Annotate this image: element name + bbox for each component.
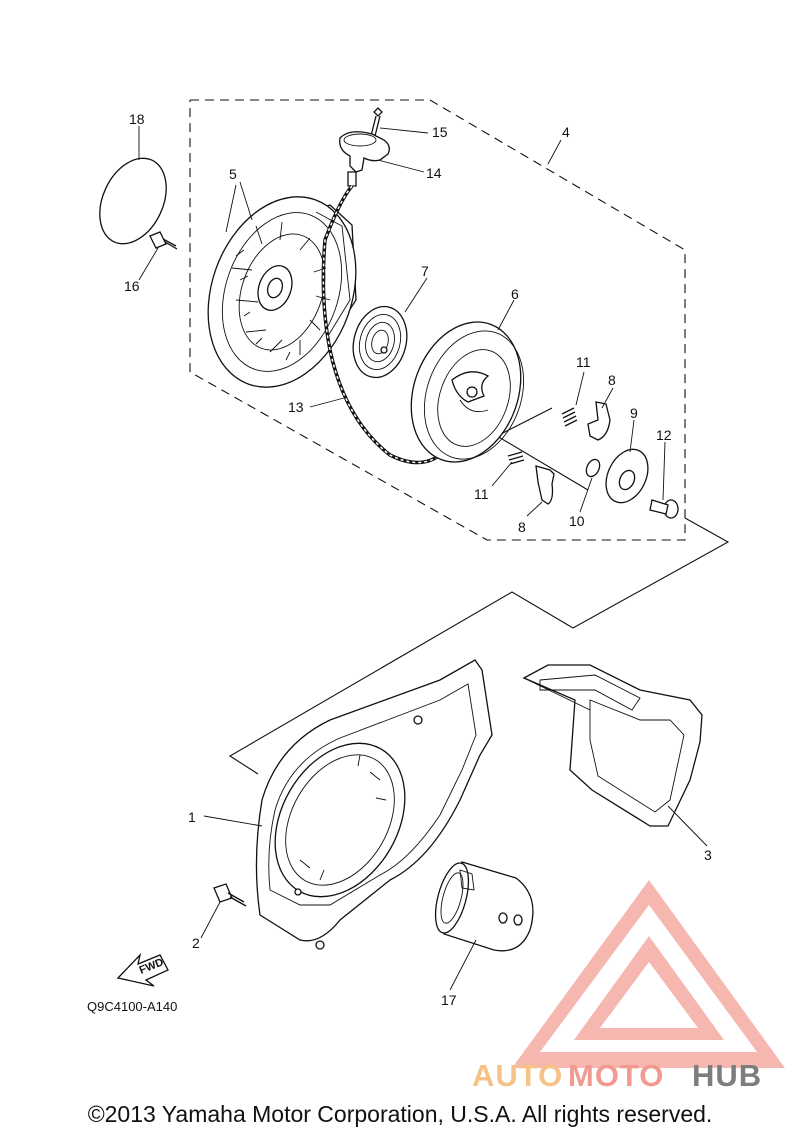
- part-1-fan-cover: [255, 659, 493, 950]
- callout-18: 18: [129, 111, 145, 127]
- callout-1: 1: [188, 809, 196, 825]
- part-3-cover: [522, 664, 703, 827]
- callout-13: 13: [288, 399, 304, 415]
- part-16-bolt: [149, 231, 178, 250]
- callout-10: 10: [569, 513, 585, 529]
- part-13-rope: [321, 184, 442, 465]
- part-8-pawl-lower: [535, 465, 555, 505]
- callout-16: 16: [124, 278, 140, 294]
- assembly-boundary: [189, 99, 686, 541]
- part-10-washer: [585, 458, 601, 478]
- part-5-starter-case: [207, 196, 357, 388]
- callout-11-lower: 11: [474, 486, 489, 502]
- callout-3: 3: [704, 847, 712, 863]
- callout-14: 14: [426, 165, 442, 181]
- part-11-spring-lower: [507, 451, 525, 465]
- guide-lines: [228, 407, 730, 775]
- watermark-auto: AUTO: [472, 1058, 563, 1093]
- copyright-notice: ©2013 Yamaha Motor Corporation, U.S.A. A…: [87, 1101, 713, 1127]
- part-18-o-ring: [99, 157, 167, 245]
- part-2-bolt: [213, 883, 247, 907]
- callout-2: 2: [192, 935, 200, 951]
- callout-5: 5: [229, 166, 237, 182]
- part-17-ratchet-cup: [434, 861, 534, 952]
- leader-lines: [138, 126, 708, 991]
- part-9-friction-plate: [605, 448, 649, 504]
- automotohub-logo: AUTO MOTO HUB: [472, 880, 785, 1093]
- diagram-code: Q9C4100-A140: [87, 999, 177, 1014]
- watermark-hub: HUB: [692, 1058, 762, 1093]
- part-7-spiral-spring: [352, 305, 408, 379]
- callout-11-upper: 11: [576, 354, 591, 370]
- callout-labels: 18 16 5 15 14 4 7 6 13 11 8 9 12 11 8 10…: [124, 111, 712, 1008]
- callout-12: 12: [656, 427, 672, 443]
- part-11-spring-upper: [561, 407, 578, 427]
- part-6-sheave-drum: [410, 321, 525, 463]
- callout-9: 9: [630, 405, 638, 421]
- callout-7: 7: [421, 263, 429, 279]
- callout-15: 15: [432, 124, 448, 140]
- callout-8-lower: 8: [518, 519, 526, 535]
- part-14-starter-handle: [339, 131, 390, 187]
- callout-4: 4: [562, 124, 570, 140]
- callout-17: 17: [441, 992, 457, 1008]
- part-12-bolt: [649, 499, 679, 519]
- watermark-moto: MOTO: [568, 1058, 664, 1093]
- part-8-pawl-upper: [587, 401, 611, 441]
- callout-8-upper: 8: [608, 372, 616, 388]
- fwd-arrow-icon: FWD: [116, 952, 169, 987]
- callout-6: 6: [511, 286, 519, 302]
